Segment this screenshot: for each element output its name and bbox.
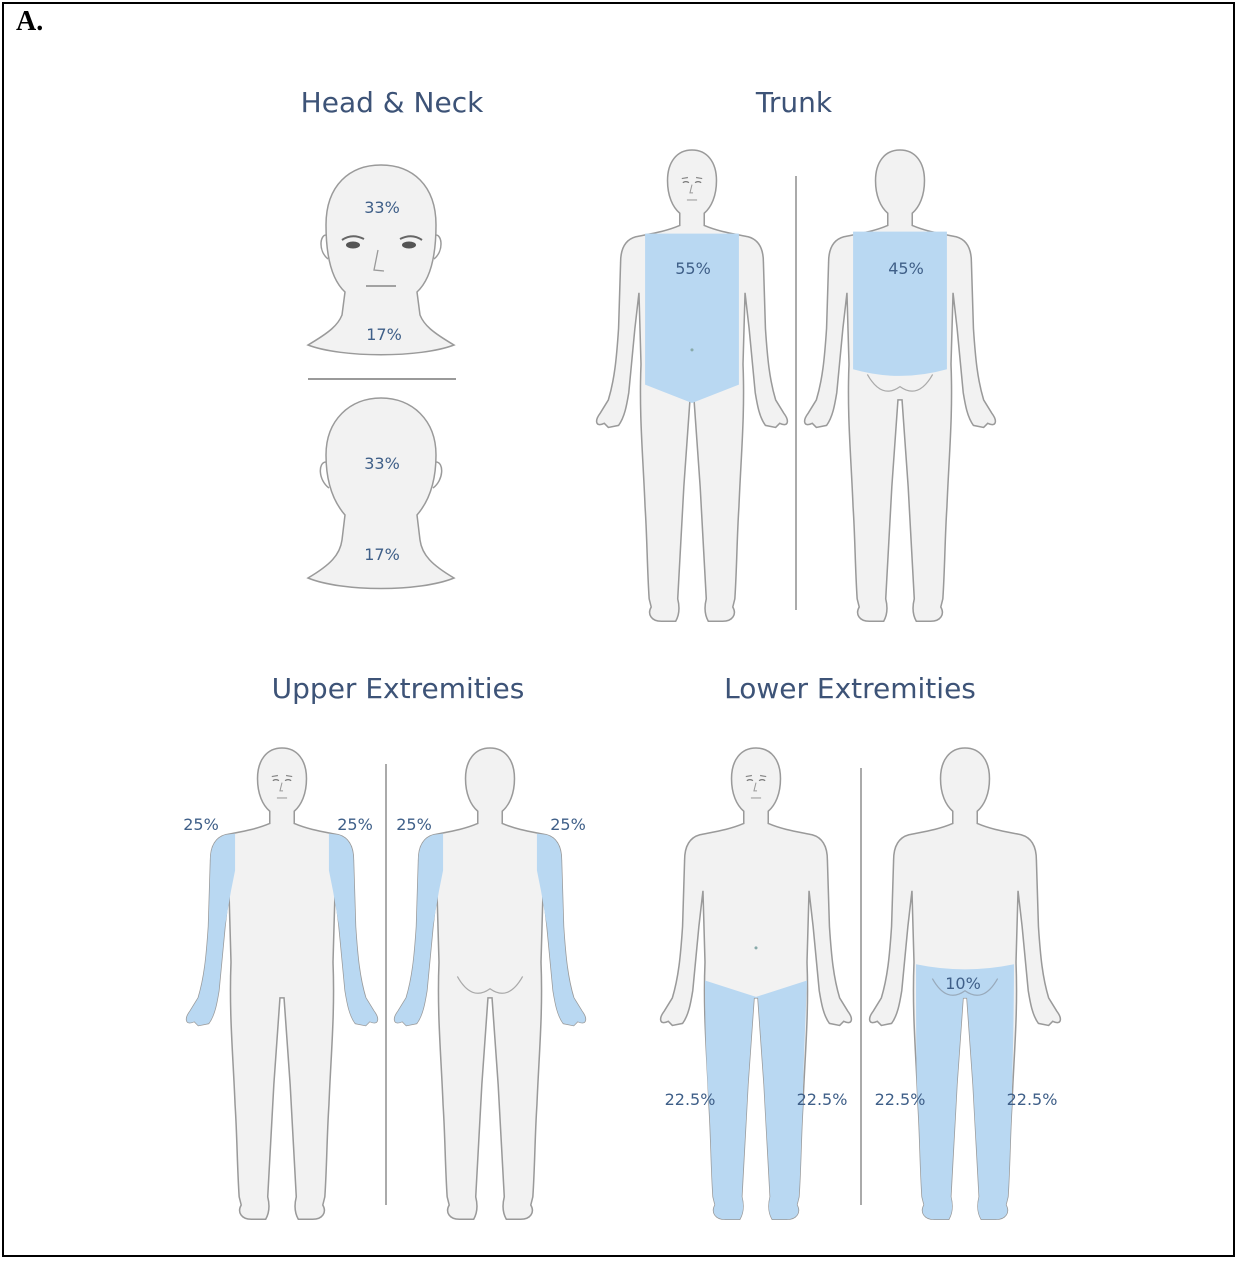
upper-back-left-percent: 25% — [396, 815, 432, 834]
back-head-percent: 33% — [364, 454, 400, 473]
lower-front-right-percent: 22.5% — [665, 1090, 716, 1109]
trunk-front-percent: 55% — [675, 259, 711, 278]
lower-back-right-percent: 22.5% — [1007, 1090, 1058, 1109]
trunk-front-figure — [597, 150, 788, 621]
lower-front-left-percent: 22.5% — [797, 1090, 848, 1109]
lower-back-buttocks-percent: 10% — [945, 974, 981, 993]
front-neck-percent: 17% — [366, 325, 402, 344]
upper-back-right-percent: 25% — [550, 815, 586, 834]
trunk-back-figure — [805, 150, 996, 621]
upper-front-left-percent: 25% — [337, 815, 373, 834]
upper-front-right-percent: 25% — [183, 815, 219, 834]
lower-back-left-percent: 22.5% — [875, 1090, 926, 1109]
front-head-percent: 33% — [364, 198, 400, 217]
lower-front-figure — [661, 748, 852, 1219]
trunk-back-percent: 45% — [888, 259, 924, 278]
back-neck-percent: 17% — [364, 545, 400, 564]
